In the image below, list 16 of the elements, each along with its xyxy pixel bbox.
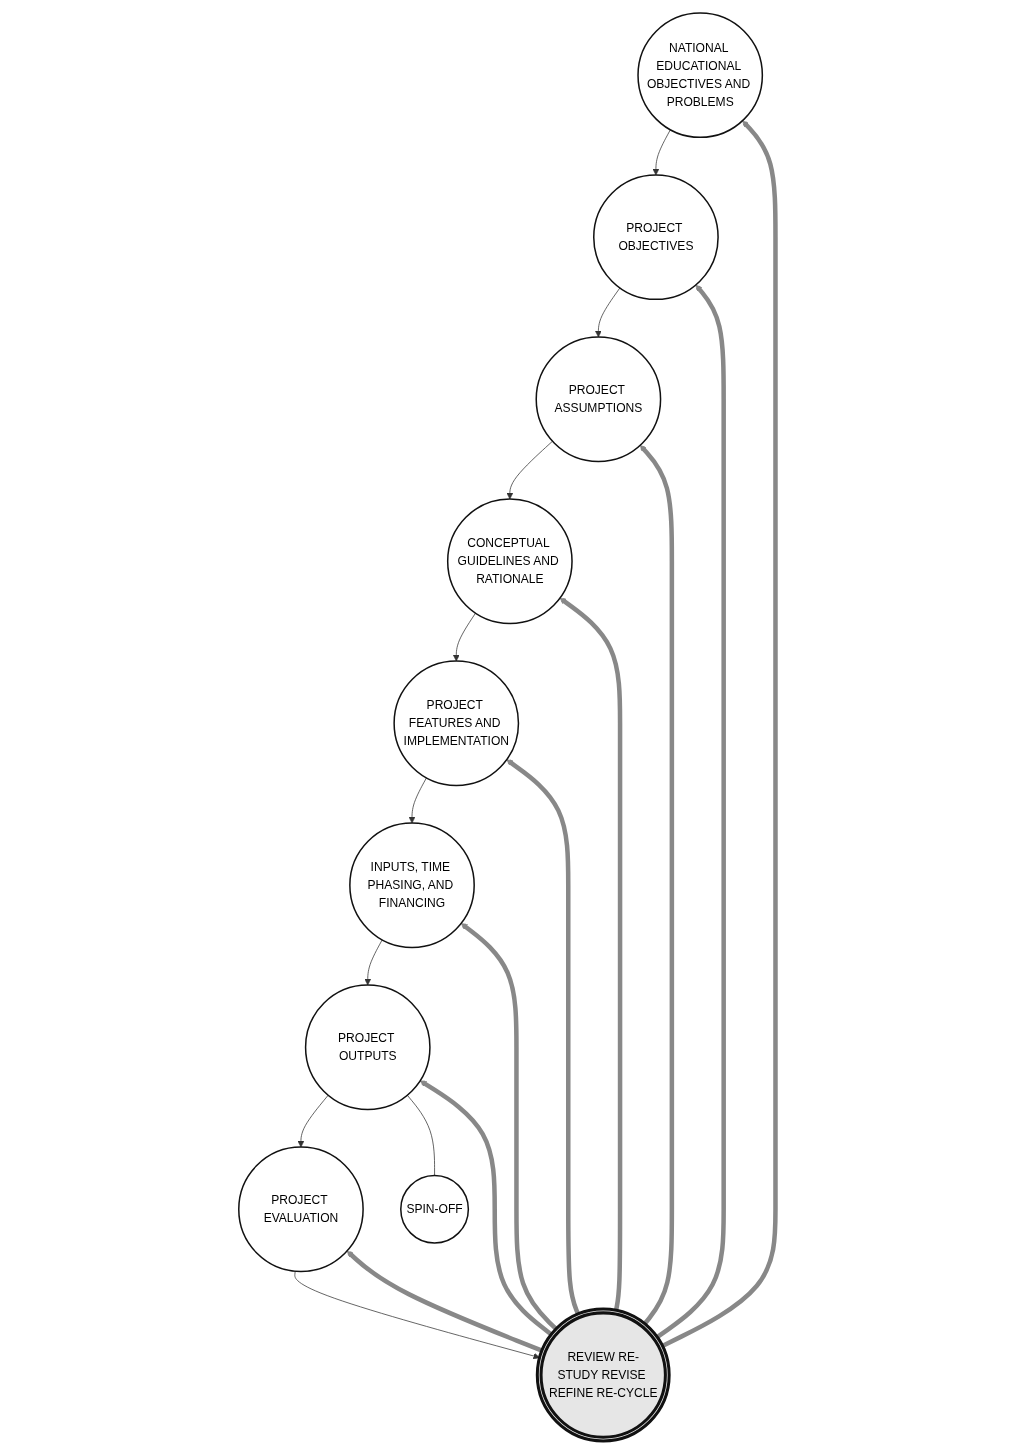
arrow <box>420 1079 554 1336</box>
node-circle: SPIN-OFF <box>400 1174 470 1244</box>
arrow <box>506 758 581 1315</box>
node-circle: PROJECT ASSUMPTIONS <box>535 335 662 462</box>
node-circle: CONCEPTUAL GUIDELINES AND RATIONALE <box>447 497 574 624</box>
node-circle: PROJECT FEATURES AND IMPLEMENTATION <box>393 659 520 786</box>
node-circle: INPUTS, TIME PHASING, AND FINANCING <box>349 821 476 948</box>
node-circle: PROJECT EVALUATION <box>238 1145 365 1272</box>
node-circle: PROJECT OUTPUTS <box>305 983 432 1110</box>
arrow <box>656 284 727 1339</box>
arrow <box>560 597 623 1311</box>
node-circle: PROJECT OBJECTIVES <box>593 173 720 300</box>
node-circle: NATIONAL EDUCATIONAL OBJECTIVES AND PROBLEMS <box>637 11 764 138</box>
arrow <box>640 444 675 1325</box>
arrow <box>461 922 558 1331</box>
connector <box>407 1094 436 1176</box>
